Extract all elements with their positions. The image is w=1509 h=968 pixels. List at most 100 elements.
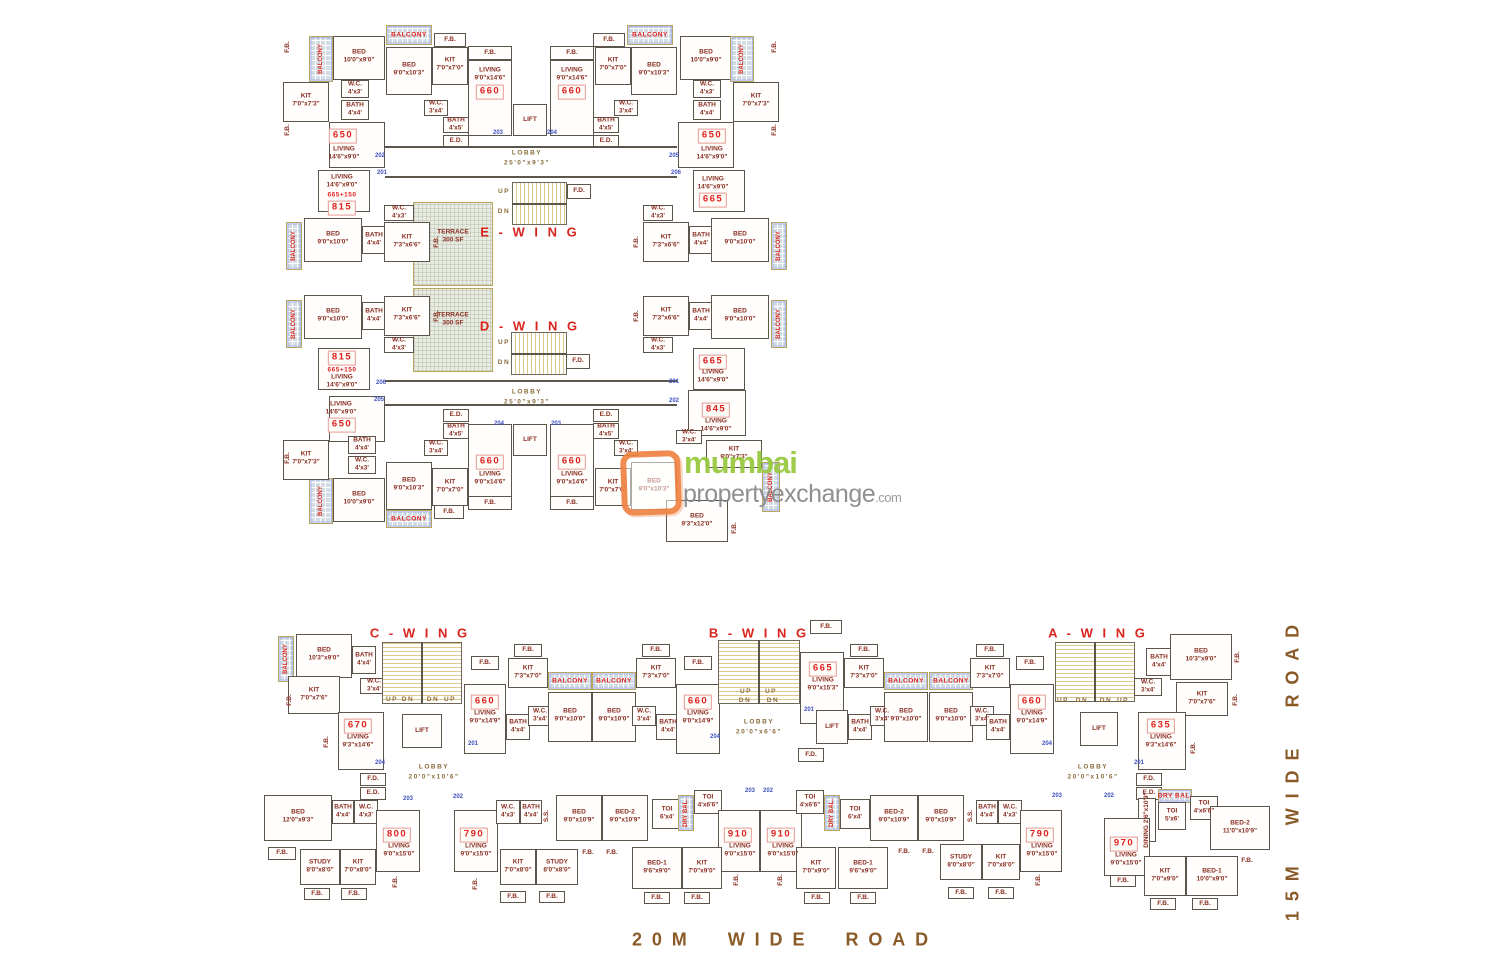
- room-box: [264, 795, 332, 841]
- room-label: BED 12'0"x9'3": [282, 808, 314, 824]
- area-650: 650: [328, 128, 358, 144]
- room-label: F.B.: [566, 48, 578, 56]
- room-label: KIT 7'3"x7'0": [514, 664, 542, 680]
- room-label: F.B.: [1117, 876, 1129, 884]
- lobby-label: LOBBY 25'0"x9'3": [504, 388, 550, 405]
- room-label: F.B.: [1199, 899, 1211, 907]
- unit-number: 203: [1051, 793, 1063, 799]
- area-910: 910: [723, 827, 753, 843]
- room-label: F.B.: [955, 888, 967, 896]
- room-label: BED 9'0"x10'0": [317, 307, 349, 323]
- room-label: KIT 7'0"x7'3": [742, 92, 770, 108]
- room-label: BED-1 9'6"x9'0": [849, 859, 877, 875]
- highlight-label: 665+150: [327, 366, 357, 374]
- balcony-label: BALCONY: [318, 44, 324, 74]
- room-box: [796, 790, 824, 814]
- room-label: F.B.: [1157, 899, 1169, 907]
- room-box: [643, 205, 673, 221]
- room-box: [539, 891, 565, 903]
- lobby-label: LOBBY 20'0"x6'6": [736, 718, 782, 735]
- room-label: KIT 7'3"x7'0": [850, 664, 878, 680]
- area-660: 660: [1017, 694, 1047, 710]
- area-790: 790: [1025, 827, 1055, 843]
- room-label: LIVING 14'6"x9'0": [328, 145, 360, 161]
- room-box: [384, 296, 430, 336]
- room-label: BATH 4'x5': [447, 116, 465, 132]
- room-label: LIVING 14'6"x9'0": [326, 373, 358, 389]
- room-label: F.D.: [805, 750, 817, 758]
- stair-direction-label: DN: [1075, 697, 1089, 705]
- room-box: [514, 644, 542, 657]
- room-box: [304, 295, 362, 339]
- room-label: F.B.: [898, 847, 910, 855]
- room-label: KIT 7'0"x7'0": [599, 478, 627, 494]
- room-box: [976, 800, 998, 824]
- area-800: 800: [382, 827, 412, 843]
- room-label-vertical: S.S.: [967, 809, 975, 823]
- room-label: E.D.: [599, 136, 613, 144]
- room-label: W.C. 3'x4': [428, 99, 444, 115]
- room-label-vertical: F.B.: [286, 694, 294, 706]
- room-box: [632, 847, 682, 889]
- room-label-vertical: F.B.: [633, 310, 641, 322]
- room-label-vertical: F.B.: [284, 124, 292, 136]
- room-box: [386, 47, 432, 95]
- room-box: [500, 891, 526, 903]
- room-label-vertical: F.B.: [392, 876, 400, 888]
- balcony-hatch: [548, 672, 592, 690]
- room-label: KIT 7'0"x7'6": [300, 686, 328, 702]
- area-660: 660: [557, 84, 587, 100]
- room-box: [643, 337, 673, 353]
- unit-number: 202: [668, 398, 680, 404]
- balcony-hatch: [730, 36, 754, 82]
- room-label: BED 9'0"x10'0": [317, 230, 349, 246]
- room-label: F.B.: [651, 893, 663, 901]
- lobby-label: LOBBY 20'0"x10'6": [1067, 763, 1119, 780]
- room-label: W.C. 3'x4': [874, 707, 890, 723]
- lobby-label: LOBBY 25'0"x9'3": [504, 149, 550, 166]
- wall-line: [758, 640, 760, 704]
- room-box: [689, 226, 713, 254]
- room-label: F.B.: [566, 498, 578, 506]
- stair-direction-label: UP: [764, 688, 778, 696]
- room-label: LIVING 9'0"x15'0": [1110, 851, 1142, 867]
- unit-number: 206: [670, 170, 682, 176]
- area-660: 660: [557, 454, 587, 470]
- room-box: [982, 844, 1020, 880]
- room-box: [643, 222, 689, 262]
- room-label: BED 10'0"x9'0": [343, 48, 375, 64]
- balcony-hatch: [386, 25, 432, 45]
- wing-title-awing: A - W I N G: [1048, 625, 1148, 641]
- room-box: [508, 658, 548, 688]
- room-box: [689, 302, 713, 330]
- room-box: [1150, 898, 1176, 910]
- highlight-label: DRY BAL.: [1157, 792, 1193, 800]
- room-label: LIVING 9'3"x14'6": [1145, 733, 1177, 749]
- balcony-hatch: [929, 672, 973, 690]
- unit-number: 202: [1103, 793, 1115, 799]
- room-label: F.B.: [507, 892, 519, 900]
- lift-label: LIFT: [523, 115, 537, 123]
- room-label: W.C. 3'x4': [1140, 678, 1156, 694]
- room-label: F.B.: [820, 622, 832, 630]
- stair-direction-label: DN: [426, 696, 440, 704]
- room-box: [384, 337, 414, 353]
- room-box: [850, 892, 876, 904]
- room-label: BATH 4'x4': [353, 436, 371, 452]
- room-box: [432, 468, 468, 506]
- area-845: 845: [701, 402, 731, 418]
- room-box: [632, 706, 656, 726]
- room-label: KIT 9'0"x7'3": [720, 445, 748, 461]
- room-box: [434, 33, 466, 47]
- room-label: KIT 7'0"x8'0": [344, 858, 372, 874]
- room-label-vertical: F.B.: [1234, 651, 1242, 663]
- room-label: KIT 7'0"x9'0": [1151, 867, 1179, 883]
- room-label: KIT 7'0"x7'0": [436, 56, 464, 72]
- balcony-hatch: [286, 222, 302, 270]
- stair-direction-label: UP: [739, 688, 753, 696]
- room-label: LIVING 9'3"x14'6": [342, 733, 374, 749]
- room-box: [1134, 678, 1162, 696]
- room-label-vertical: F.B.: [771, 124, 779, 136]
- room-label: W.C. 3'x4': [681, 428, 697, 444]
- room-label-vertical: F.B.: [472, 878, 480, 890]
